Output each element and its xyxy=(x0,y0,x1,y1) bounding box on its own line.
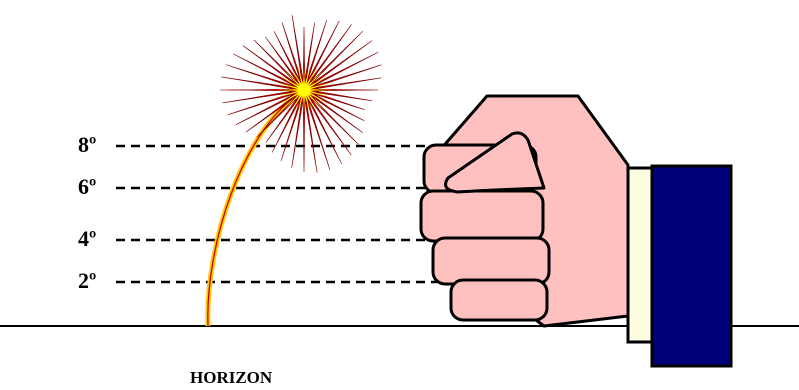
finger-4 xyxy=(449,278,549,322)
degree-label-8: 8º xyxy=(78,132,96,157)
degree-label-4: 4º xyxy=(78,226,96,251)
horizon-label: HORIZON xyxy=(190,368,273,387)
finger-2 xyxy=(419,189,545,243)
fist-icon xyxy=(419,94,733,368)
jacket-sleeve xyxy=(650,164,733,368)
firework-burst-icon xyxy=(220,15,382,173)
finger-3 xyxy=(431,236,551,286)
degree-label-6: 6º xyxy=(78,174,96,199)
firework-trail xyxy=(205,87,306,327)
degree-guides: 8º 6º 4º 2º xyxy=(78,132,452,293)
shirt-cuff xyxy=(626,166,654,344)
thumb xyxy=(444,131,546,194)
degree-label-2: 2º xyxy=(78,268,96,293)
